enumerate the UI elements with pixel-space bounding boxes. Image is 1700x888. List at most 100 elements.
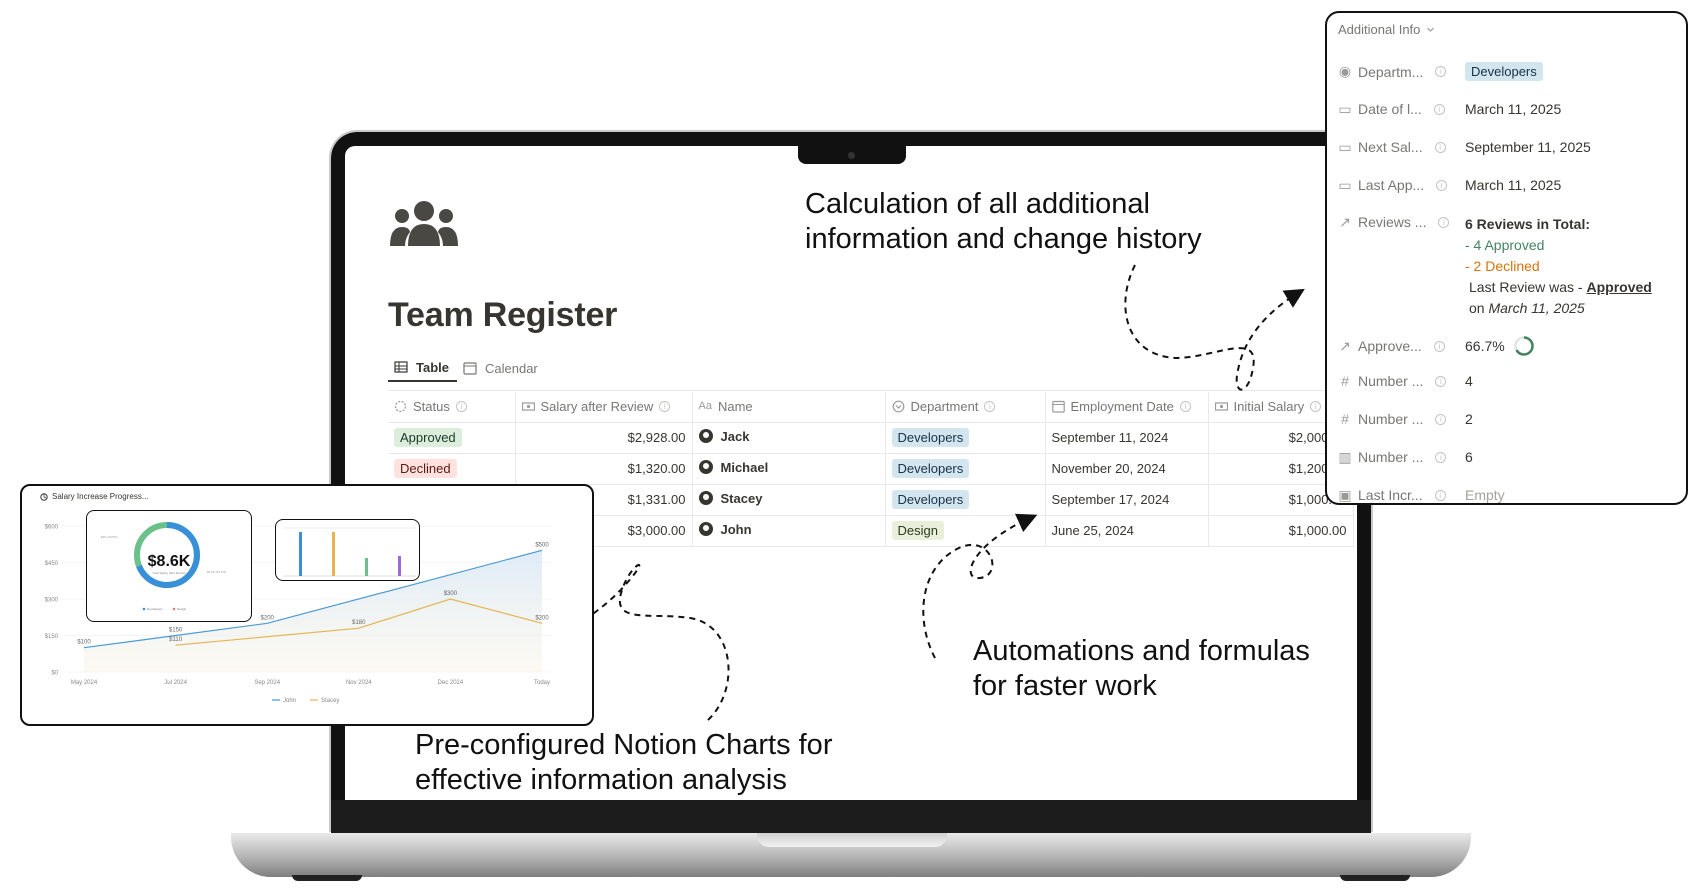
info-icon[interactable]: i bbox=[1436, 179, 1448, 191]
bar-chart-icon: ▥ bbox=[1338, 448, 1352, 465]
info-icon[interactable]: i bbox=[1433, 340, 1445, 352]
employment-date-cell[interactable]: September 11, 2024 bbox=[1045, 422, 1209, 454]
data-label: $500 bbox=[535, 542, 549, 548]
x-tick-label: May 2024 bbox=[71, 680, 98, 686]
hash-icon: # bbox=[1341, 373, 1349, 389]
info-icon[interactable]: i bbox=[455, 401, 467, 413]
additional-info-toggle[interactable]: Additional Info bbox=[1338, 22, 1435, 37]
name-cell[interactable]: Michael bbox=[692, 453, 886, 485]
info-icon[interactable]: i bbox=[1434, 141, 1446, 153]
status-cell[interactable]: Approved bbox=[388, 422, 516, 454]
y-tick-label: $150 bbox=[45, 634, 59, 640]
chart-series-lines bbox=[83, 549, 543, 649]
department-badge: Design bbox=[891, 521, 944, 540]
laptop-foot bbox=[1340, 875, 1410, 881]
table-row[interactable]: Declined $1,320.00 Michael Developers No… bbox=[388, 453, 1354, 485]
tab-label: Calendar bbox=[485, 360, 538, 376]
info-icon[interactable]: i bbox=[1435, 451, 1447, 463]
property-number-declined[interactable]: #Number ...i 2 bbox=[1338, 411, 1678, 427]
camera-notch bbox=[798, 146, 906, 164]
tab-table[interactable]: Table bbox=[388, 354, 457, 382]
chevron-down-icon bbox=[1427, 27, 1435, 32]
donut-chart-card[interactable]: $4K (46.5%) $4.6K (53.5%) Developers Des… bbox=[86, 510, 252, 622]
salary-after-cell[interactable]: $2,928.00 bbox=[515, 422, 693, 454]
page-title: Team Register bbox=[388, 296, 618, 334]
money-icon bbox=[1214, 402, 1228, 411]
svg-text:$4K (46.5%): $4K (46.5%) bbox=[101, 535, 118, 539]
department-cell[interactable]: Developers bbox=[885, 453, 1046, 485]
annotation-automations: Automations and formulas for faster work bbox=[973, 635, 1310, 702]
employment-date-cell[interactable]: June 25, 2024 bbox=[1045, 515, 1209, 547]
person-icon bbox=[698, 522, 713, 537]
additional-info-panel[interactable]: Additional Info ◉Departm...i Developers … bbox=[1325, 11, 1688, 505]
property-reviews[interactable]: ↗Reviews ...i 6 Reviews in Total: - 4 Ap… bbox=[1338, 214, 1678, 319]
hash-icon: # bbox=[1341, 411, 1349, 427]
chart-title: Salary Increase Progress... bbox=[40, 492, 148, 501]
calendar-icon bbox=[463, 362, 477, 375]
status-badge: Declined bbox=[394, 459, 457, 478]
name-cell[interactable]: Jack bbox=[692, 422, 886, 454]
info-icon[interactable]: i bbox=[1438, 216, 1450, 228]
info-icon[interactable]: i bbox=[1310, 401, 1322, 413]
info-icon[interactable]: i bbox=[1434, 489, 1446, 501]
info-icon[interactable]: i bbox=[1435, 413, 1447, 425]
bar-chart bbox=[284, 527, 416, 577]
trend-icon: ↗ bbox=[1339, 213, 1351, 230]
property-date-of[interactable]: ▭Date of l...i March 11, 2025 bbox=[1338, 100, 1562, 118]
laptop-chin bbox=[331, 800, 1371, 833]
property-department[interactable]: ◉Departm...i Developers bbox=[1338, 62, 1678, 81]
donut-value: $8.6K bbox=[147, 553, 191, 570]
donut-legend-developers: Developers bbox=[147, 607, 163, 611]
x-tick-label: Dec 2024 bbox=[438, 680, 464, 686]
y-tick-label: $0 bbox=[51, 671, 58, 677]
status-badge: Approved bbox=[394, 428, 462, 447]
info-icon[interactable]: i bbox=[659, 401, 671, 413]
info-icon[interactable]: i bbox=[1179, 401, 1191, 413]
info-icon[interactable]: i bbox=[1433, 103, 1445, 115]
info-icon[interactable]: i bbox=[984, 401, 996, 413]
property-last-approval[interactable]: ▭Last App...i March 11, 2025 bbox=[1338, 176, 1562, 194]
data-label: $110 bbox=[169, 637, 183, 643]
text-icon: Aa bbox=[698, 400, 712, 413]
department-badge: Developers bbox=[1465, 62, 1543, 81]
info-icon[interactable]: i bbox=[1435, 375, 1447, 387]
property-number-total[interactable]: ▥Number ...i 6 bbox=[1338, 448, 1473, 466]
info-icon[interactable]: i bbox=[1435, 66, 1447, 77]
data-label: $300 bbox=[444, 591, 458, 597]
name-cell[interactable]: John bbox=[692, 515, 886, 547]
property-last-increase[interactable]: ▣Last Incr...i Empty bbox=[1338, 486, 1505, 504]
x-tick-label: Jul 2024 bbox=[164, 680, 187, 686]
bar-mark bbox=[365, 558, 368, 576]
salary-after-cell[interactable]: $1,320.00 bbox=[515, 453, 693, 485]
property-next-salary[interactable]: ▭Next Sal...i September 11, 2025 bbox=[1338, 138, 1591, 156]
property-number-approved[interactable]: #Number ...i 4 bbox=[1338, 373, 1678, 389]
department-badge: Developers bbox=[891, 428, 970, 447]
initial-salary-cell[interactable]: $1,000.00 bbox=[1208, 515, 1354, 547]
property-approve-rate[interactable]: ↗Approve...i 66.7% bbox=[1338, 335, 1678, 357]
data-label: $100 bbox=[77, 640, 91, 646]
bar-chart-card[interactable] bbox=[275, 519, 420, 581]
status-cell[interactable]: Declined bbox=[388, 453, 516, 485]
employment-date-cell[interactable]: September 17, 2024 bbox=[1045, 484, 1209, 516]
tab-divider bbox=[388, 390, 1348, 391]
department-cell[interactable]: Developers bbox=[885, 484, 1046, 516]
x-tick-label: Sep 2024 bbox=[254, 680, 280, 686]
annotation-charts: Pre-configured Notion Charts for effecti… bbox=[415, 729, 833, 796]
name-cell[interactable]: Stacey bbox=[692, 484, 886, 516]
y-tick-label: $300 bbox=[45, 598, 59, 604]
x-tick-label: Today bbox=[534, 680, 550, 686]
employment-date-cell[interactable]: November 20, 2024 bbox=[1045, 453, 1209, 485]
money-icon bbox=[521, 402, 535, 411]
department-cell[interactable]: Developers bbox=[885, 422, 1046, 454]
calendar-icon bbox=[1051, 401, 1065, 413]
tab-calendar[interactable]: Calendar bbox=[457, 354, 546, 382]
